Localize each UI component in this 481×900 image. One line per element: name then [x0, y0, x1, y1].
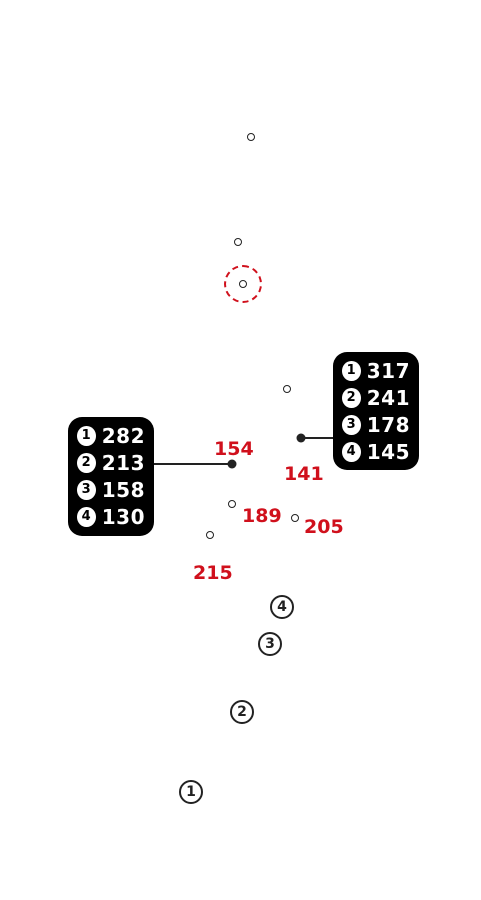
- rank-4-badge: 4: [342, 441, 361, 462]
- callout-value: 158: [101, 477, 145, 502]
- callout-value: 282: [101, 423, 145, 448]
- callout-leader-line: [301, 437, 335, 439]
- callout-value: 178: [366, 412, 410, 437]
- point[interactable]: [247, 133, 255, 141]
- marker-1[interactable]: 1: [179, 780, 203, 804]
- rank-3-badge: 3: [342, 414, 361, 435]
- point-label: 205: [304, 516, 344, 538]
- callout-anchor-dot[interactable]: [296, 433, 306, 443]
- point-label: 215: [193, 562, 233, 584]
- selected-point[interactable]: [239, 280, 247, 288]
- callout-value: 145: [366, 439, 410, 464]
- rank-3-badge: 3: [77, 479, 96, 500]
- callout-value: 130: [101, 504, 145, 529]
- callout-anchor-dot[interactable]: [227, 459, 237, 469]
- marker-3[interactable]: 3: [258, 632, 282, 656]
- rank-2-badge: 2: [77, 452, 96, 473]
- point-label: 141: [284, 463, 324, 485]
- point-label: 154: [214, 438, 254, 460]
- rank-1-badge: 1: [77, 425, 96, 446]
- callout-value: 213: [101, 450, 145, 475]
- marker-4[interactable]: 4: [270, 595, 294, 619]
- rank-2-badge: 2: [342, 387, 361, 408]
- point[interactable]: [291, 514, 299, 522]
- point[interactable]: [228, 500, 236, 508]
- rank-4-badge: 4: [77, 506, 96, 527]
- point[interactable]: [283, 385, 291, 393]
- callout-value: 241: [366, 385, 410, 410]
- callout-leader-line: [152, 463, 232, 465]
- selection-ring: [224, 265, 262, 303]
- marker-2[interactable]: 2: [230, 700, 254, 724]
- point-label: 189: [242, 505, 282, 527]
- callout-value: 317: [366, 358, 410, 383]
- point[interactable]: [206, 531, 214, 539]
- point[interactable]: [234, 238, 242, 246]
- rank-1-badge: 1: [342, 360, 361, 381]
